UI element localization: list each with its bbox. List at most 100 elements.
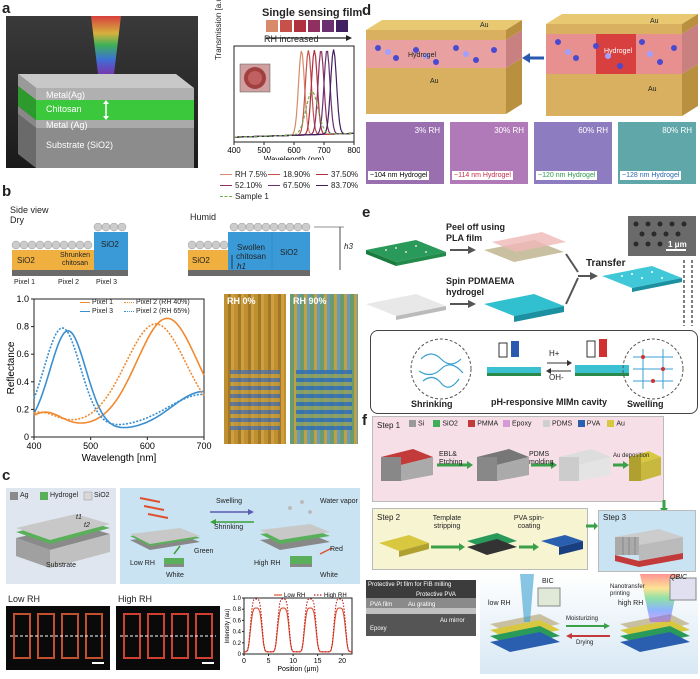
y-tick-label: 0.4 — [233, 630, 242, 636]
high-rh-f-label: high RH — [618, 600, 644, 607]
low-rh-image-label: Low RH — [8, 594, 41, 604]
pdms-molding-label: PDMS molding — [529, 451, 554, 466]
material-label: PVA — [586, 420, 601, 428]
oh-minus-label: OH- — [549, 373, 564, 382]
pixel-2-label: Pixel 2 — [58, 279, 80, 286]
legend-item: 67.50% — [268, 181, 310, 190]
series-line — [234, 90, 354, 138]
y-axis-label: Reflectance — [6, 341, 17, 394]
hydrogel-dry-schematic — [366, 18, 522, 114]
legend-label: 52.10% — [235, 181, 263, 190]
low-rh-f-label: low RH — [488, 600, 511, 607]
panel-a-ylabel: Transmission [a.u.] — [214, 0, 223, 60]
panel-e-process-flow — [366, 216, 696, 326]
panel-label-b: b — [2, 183, 12, 200]
y-tick-label: 0.2 — [233, 641, 242, 647]
y-tick-label: 0.8 — [233, 607, 242, 613]
legend-label: Low RH — [284, 593, 305, 599]
ph-responsive-box: H+ OH- Shrinking pH-responsive MIMn cavi… — [370, 330, 698, 414]
compress-arrow — [522, 53, 544, 63]
ebl-etching-label: EBL& Etching — [439, 451, 463, 466]
layer-label-metal-top: Metal(Ag) — [46, 90, 86, 100]
humid-cell-sio2-3: SiO2 — [280, 248, 298, 257]
x-tick-label: 500 — [83, 441, 98, 451]
qr-image-rh0: RH 0% — [224, 294, 286, 444]
panel-label-e: e — [362, 204, 371, 221]
hydrogel-label-left: Hydrogel — [408, 52, 437, 59]
inset-film-photo — [239, 63, 271, 93]
y-tick-label: 0.6 — [233, 618, 242, 624]
material-swatch — [543, 420, 550, 427]
step1-label: Step 1 — [377, 421, 401, 430]
legend-item: 83.70% — [316, 181, 358, 190]
series-line — [244, 598, 352, 653]
legend-swatch — [220, 174, 232, 176]
layer-stack-illustration — [18, 16, 194, 168]
layer-label-substrate: Substrate (SiO2) — [46, 140, 114, 150]
legend-item: Pixel 2 (RH 65%) — [124, 308, 190, 315]
swatch-rh-label: 80% RH — [662, 126, 692, 135]
material-label: Si — [418, 420, 425, 428]
legend-ag: Ag — [20, 492, 29, 499]
step2-to-step3-arrow — [586, 522, 598, 530]
template-stripping-label: Template stripping — [432, 515, 462, 530]
sem-label-pva-film: PVA film — [370, 602, 393, 608]
legend-label: 83.70% — [331, 181, 359, 190]
legend-item: Pixel 3 — [80, 308, 113, 315]
rh-increased-label: RH increased — [264, 34, 319, 44]
x-tick-label: 600 — [140, 441, 155, 451]
series-line — [33, 323, 205, 421]
legend-label: Pixel 1 — [92, 299, 114, 306]
material-legend-item: Au — [607, 420, 625, 427]
water-vapor-label: Water vapor — [320, 498, 358, 505]
x-axis-label: Position (μm) — [277, 666, 318, 673]
swatch-thickness-label: ~128 nm Hydrogel — [620, 171, 682, 180]
hydrogel-swatch: 30% RH~114 nm Hydrogel — [450, 122, 528, 184]
legend-label: Sample 1 — [235, 192, 269, 201]
au-deposition-label: Au deposition — [613, 453, 650, 459]
series-line — [244, 607, 352, 653]
cavity-label: pH-responsive MIMn cavity — [491, 397, 608, 407]
y-tick-label: 0 — [238, 652, 242, 658]
material-legend-item: PMMA — [468, 420, 498, 427]
white-label-2: White — [320, 572, 338, 579]
white-label-1: White — [166, 572, 184, 579]
legend-swatch — [316, 174, 328, 176]
dry-cell-sio2-1: SiO2 — [17, 256, 35, 265]
material-legend-item: Si — [409, 420, 424, 427]
x-tick-label: 500 — [257, 146, 271, 155]
layer-label-metal-bottom: Metal (Ag) — [46, 120, 88, 130]
high-rh-image-label: High RH — [118, 594, 153, 604]
high-rh-microscope-image — [116, 606, 220, 670]
top-metal-surface — [18, 74, 194, 88]
series-line — [33, 329, 204, 429]
low-rh-microscope-image — [6, 606, 110, 670]
y-tick-label: 0 — [24, 432, 29, 442]
panel-c-device-schematic: Ag Hydrogel SiO2 t1 t2 Substrate — [6, 488, 116, 584]
dry-cell-shrunken-chitosan: Shrunken chitosan — [60, 252, 90, 267]
material-label: PDMS — [552, 420, 573, 428]
series-line — [33, 317, 205, 424]
panel-label-d: d — [362, 2, 372, 19]
panel-label-a: a — [2, 0, 11, 17]
moisturizing-label: Moisturizing — [566, 616, 599, 622]
x-axis-label: Wavelength [nm] — [82, 453, 157, 464]
material-swatch — [409, 420, 416, 427]
swatch-rh-label: 30% RH — [494, 126, 524, 135]
x-tick-label: 0 — [242, 658, 246, 665]
material-swatch — [433, 420, 441, 427]
panel-a-chart-title: Single sensing film — [262, 7, 363, 19]
legend-item: 52.10% — [220, 181, 262, 190]
series-line — [234, 49, 354, 138]
step3-label: Step 3 — [603, 513, 627, 522]
legend-swatch — [268, 185, 280, 187]
substrate-layer — [36, 128, 194, 168]
dry-pixel-diagram — [11, 223, 128, 276]
sem-label-au-mirror: Au mirror — [440, 618, 465, 624]
h-plus-label: H+ — [549, 349, 560, 358]
high-rh-schematic-label: High RH — [254, 560, 281, 567]
au-label-right-top: Au — [650, 18, 659, 25]
au-label-right-bottom: Au — [648, 86, 657, 93]
series-line — [234, 50, 354, 138]
